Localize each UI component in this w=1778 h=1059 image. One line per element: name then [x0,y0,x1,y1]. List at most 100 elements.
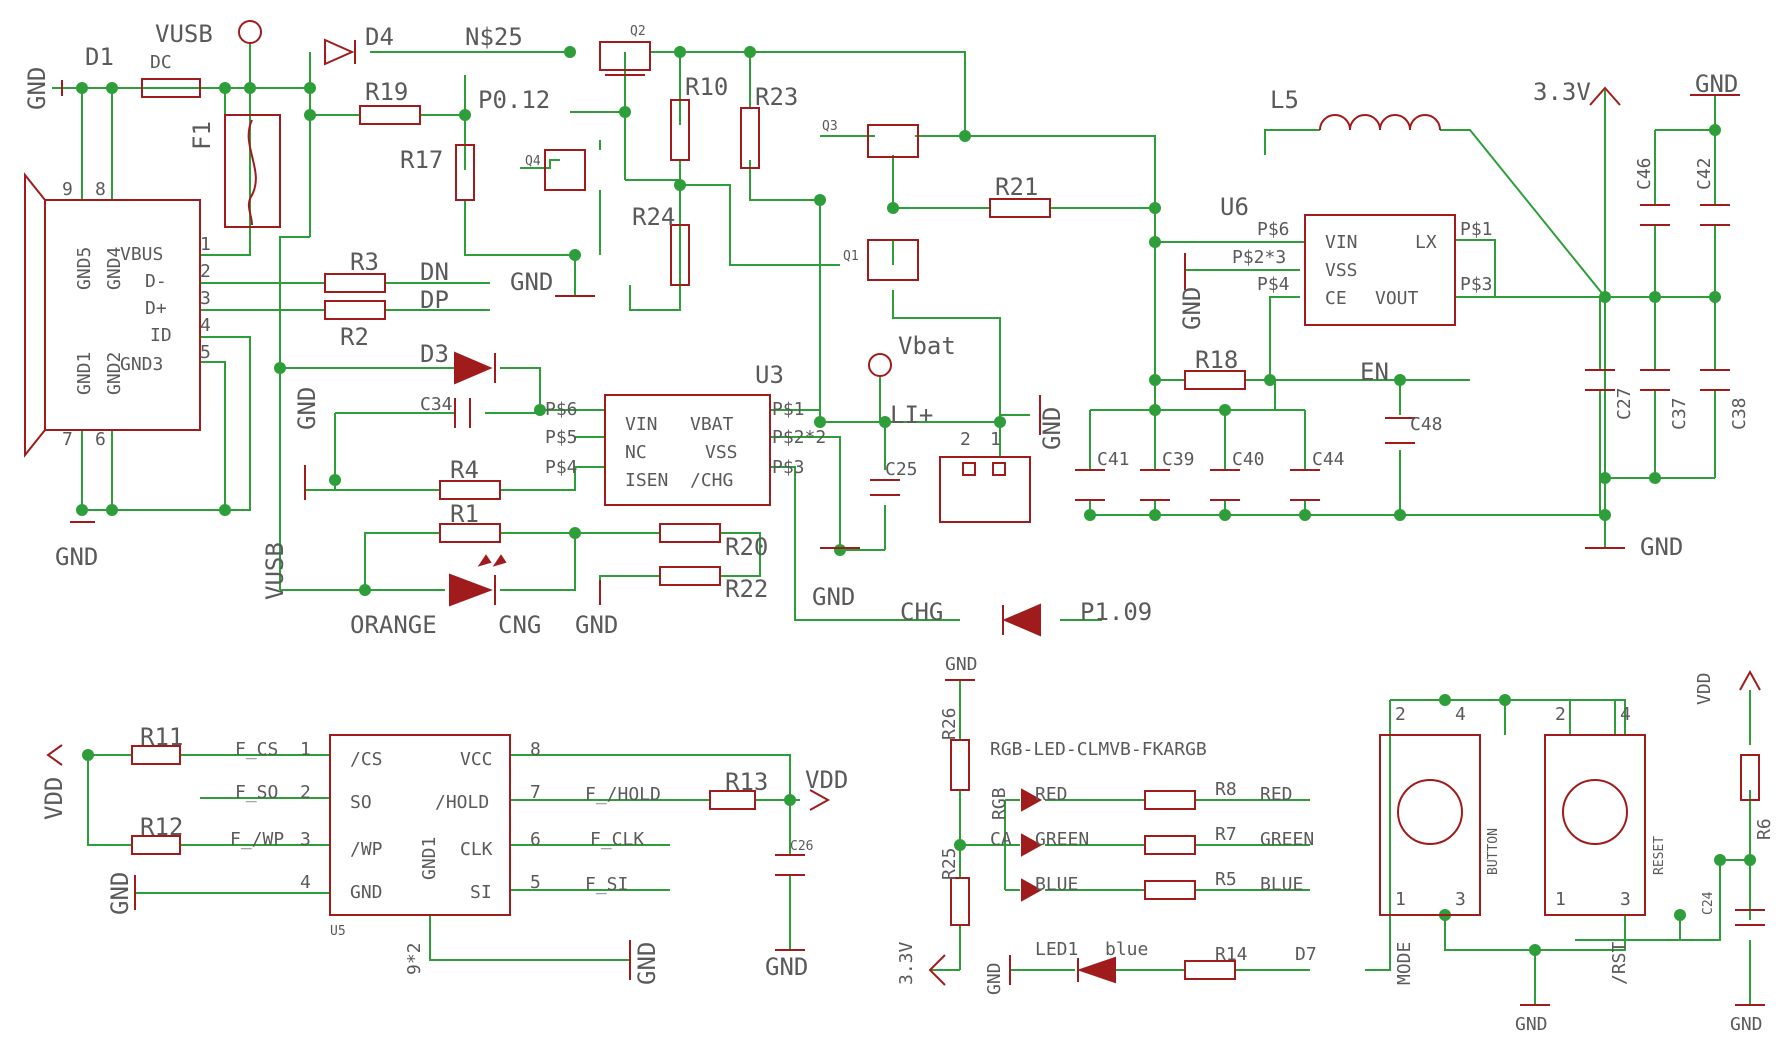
label-gnd-u5: GND [633,942,661,985]
resistor-r18 [1184,370,1246,390]
u5-pin: 8 [530,739,541,760]
label-r26: R26 [939,707,960,740]
u3-pin: P$4 [545,457,578,478]
u6-pin-name: CE [1325,288,1347,309]
u3-pin-name: VSS [705,442,738,463]
label-c46: C46 [1634,157,1655,190]
testpoint-vusb [238,20,262,44]
label-r21: R21 [995,173,1038,201]
label-p109: P1.09 [1080,598,1152,626]
label-dn: DN [420,258,449,286]
resistor-r19 [359,105,421,125]
label-cng: CNG [498,611,541,639]
u5-pin: 7 [530,782,541,803]
usb-pin-name: GND5 [74,247,95,290]
testpoint-vbat [868,353,892,377]
label-c42: C42 [1694,157,1715,190]
u6-pin-name: VIN [1325,232,1358,253]
label-en: EN [1360,358,1389,386]
usb-pin-name: GND1 [74,352,95,395]
label-pin92: 9*2 [404,942,425,975]
label-gnd-left: GND [23,67,51,110]
supply-arrow-33v-top [1589,86,1621,106]
label-q3: Q3 [822,119,838,134]
button-pin: 1 [1555,889,1566,910]
label-button: BUTTON [1486,828,1501,875]
label-c41: C41 [1097,449,1130,470]
label-dp: DP [420,286,449,314]
label-r13: R13 [725,768,768,796]
u5-pin: 4 [300,872,311,893]
label-rgbled: RGB-LED-CLMVB-FKARGB [990,739,1207,760]
usb-pin: 2 [200,261,211,282]
usb-pin: 5 [200,342,211,363]
label-gnd-c26: GND [765,953,808,981]
label-blue-net: BLUE [1260,874,1303,895]
u5-pin-name: VCC [460,749,493,770]
resistor-r24 [670,224,690,286]
transistor-q4 [544,149,586,191]
resistor-r4 [439,480,501,500]
resistor-r3 [324,273,386,293]
label-red-net: RED [1260,784,1293,805]
usb-pin-name: D+ [145,298,167,319]
label-r6: R6 [1754,818,1775,840]
usb-pin: 7 [62,429,73,450]
transistor-q2 [599,41,651,71]
resistor-r7 [1144,835,1196,855]
label-gnd-rgb: GND [945,654,978,675]
label-gnd-led1: GND [984,962,1005,995]
resistor-dc [141,78,201,98]
label-gnd1: GND1 [419,837,440,880]
label-f-hold: F_/HOLD [585,784,661,805]
label-r7: R7 [1215,824,1237,845]
label-vusb-top: VUSB [155,20,213,48]
label-gnd-flash: GND [106,872,134,915]
resistor-r11 [131,745,181,765]
usb-pin-name: D- [145,271,167,292]
button-pin: 4 [1620,704,1631,725]
led-orange [449,573,493,607]
label-f-wp: F_/WP [230,829,284,850]
label-d4: D4 [365,23,394,51]
label-n25: N$25 [465,23,523,51]
u3-pin: P$1 [772,399,805,420]
supply-arrow-33v-bot [928,954,946,986]
flash-u5 [329,734,511,916]
button-pin: 3 [1620,889,1631,910]
u3-pin: P$3 [772,457,805,478]
label-ca: CA [990,829,1012,850]
label-gnd-btn2: GND [1730,1014,1763,1035]
usb-pin: 1 [200,234,211,255]
resistor-r20 [659,523,721,543]
label-gnd-r22: GND [575,611,618,639]
usb-pin-name: ID [150,325,172,346]
usb-pin-name: GND4 [104,247,125,290]
u3-pin-name: NC [625,442,647,463]
label-c48: C48 [1410,414,1443,435]
label-chg: CHG [900,598,943,626]
resistor-r23 [740,107,760,169]
u5-pin-name: /WP [350,839,383,860]
resistor-r17 [455,144,475,201]
label-c34: C34 [420,394,453,415]
supply-arrow-vdd-mid [809,789,831,811]
supply-arrow-vdd-left [46,744,63,766]
button-mode [1379,734,1481,916]
label-led1: LED1 [1035,939,1078,960]
resistor-r12 [131,835,181,855]
diode-d3 [454,351,493,385]
label-f-si: F_SI [585,874,628,895]
fuse-f1-element [247,119,257,226]
label-r20: R20 [725,533,768,561]
u3-pin: P$5 [545,427,578,448]
label-r11: R11 [140,723,183,751]
u3-pin-name: /CHG [690,470,733,491]
charger-u3 [604,394,771,506]
label-dc: DC [150,52,172,73]
label-gnd-bat: GND [1038,407,1066,450]
usb-pin: 4 [200,315,211,336]
u6-pin: P$1 [1460,219,1493,240]
transistor-q3 [867,124,919,158]
